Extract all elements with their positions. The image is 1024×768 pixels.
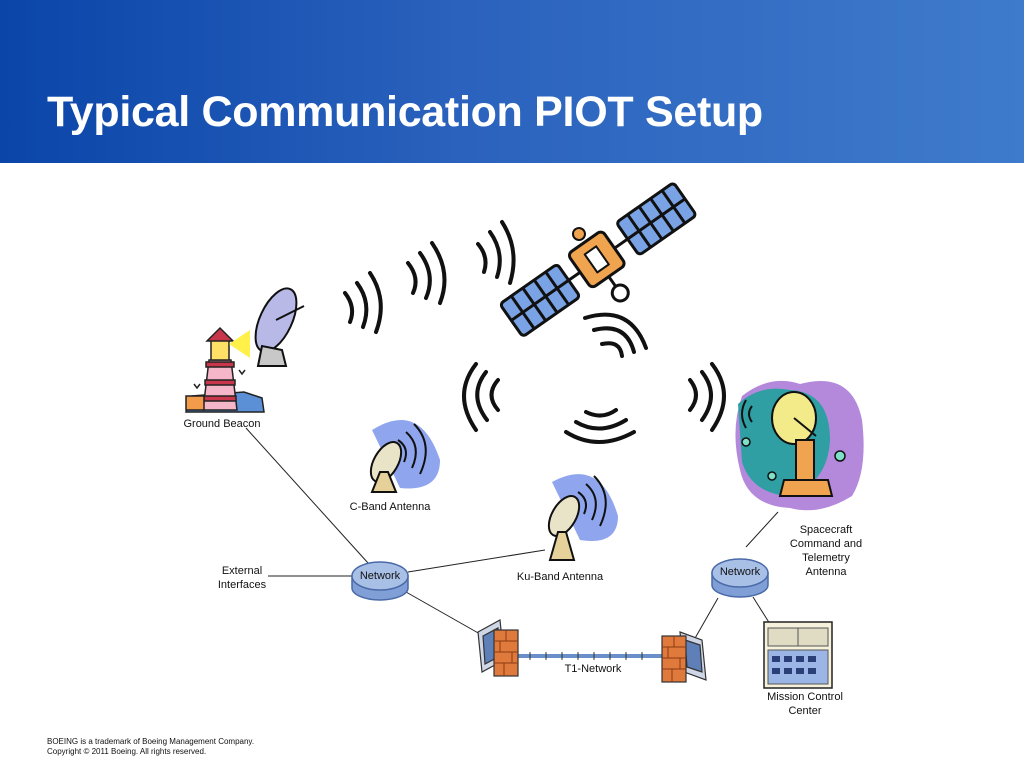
line-network-ku (407, 549, 546, 573)
line-network-firewall (405, 591, 481, 635)
beacon-dish-icon (254, 287, 305, 367)
radio-waves (343, 220, 726, 444)
network-left-label: Network (359, 570, 401, 582)
ground-beacon-label: Ground Beacon (183, 418, 261, 430)
network-node-right (711, 558, 769, 598)
line-network-mission (752, 596, 771, 625)
t1-network-label: T1-Network (564, 663, 622, 675)
firewall-right-icon (661, 631, 707, 683)
slide-title: Typical Communication PIOT Setup (47, 88, 763, 136)
line-beacon-network (245, 427, 369, 564)
footer-trademark: BOEING is a trademark of Boeing Manageme… (47, 737, 255, 746)
spacecraft-antenna-icon (735, 380, 864, 511)
network-node-left (351, 561, 409, 601)
title-banner: Typical Communication PIOT Setup (0, 0, 1024, 163)
line-network-spacecraft-antenna (745, 511, 779, 548)
ku-band-antenna-icon (547, 474, 618, 561)
lighthouse-icon (184, 326, 265, 413)
external-interfaces-label: External Interfaces (217, 565, 267, 591)
c-band-antenna-icon (369, 420, 440, 493)
satellite-icon (499, 182, 697, 337)
network-right-label: Network (719, 566, 761, 578)
connection-lines (245, 427, 779, 641)
line-firewall-network (693, 597, 719, 641)
mission-control-icon (763, 621, 833, 689)
spacecraft-antenna-label: Spacecraft Command and Telemetry Antenna (789, 524, 863, 578)
firewall-left-icon (477, 619, 519, 677)
t1-bus (516, 652, 664, 660)
footer: BOEING is a trademark of Boeing Manageme… (47, 737, 254, 757)
footer-copyright: Copyright © 2011 Boeing. All rights rese… (47, 747, 207, 756)
ku-band-antenna-label: Ku-Band Antenna (516, 571, 604, 583)
mission-control-label: Mission Control Center (767, 691, 843, 717)
c-band-antenna-label: C-Band Antenna (349, 501, 431, 513)
